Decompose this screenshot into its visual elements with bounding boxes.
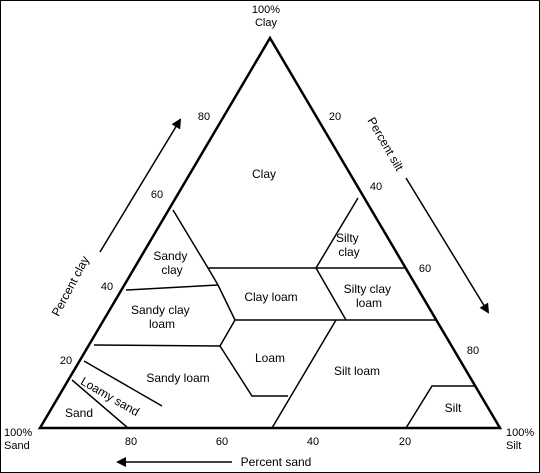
class-label-silty-clay-loam: Silty clay loam [344, 282, 395, 310]
boundary-sandy-clay [125, 284, 219, 291]
svg-text:Percent sand: Percent sand [241, 455, 312, 469]
class-label-loam: Loam [255, 351, 285, 365]
silt-axis-ticks: 20 40 60 80 [329, 111, 479, 357]
class-label-sandy-loam: Sandy loam [146, 371, 209, 385]
silt-tick: 40 [370, 181, 382, 193]
silt-tick: 80 [467, 345, 479, 357]
boundary-loam-left [219, 319, 288, 397]
corner-top: 100% Clay [252, 4, 280, 29]
sand-axis-ticks: 80 60 40 20 [125, 436, 411, 448]
silt-axis-arrow [405, 177, 490, 314]
boundary-clay [172, 197, 359, 269]
class-label-silt-loam: Silt loam [334, 364, 380, 378]
boundary-clay-loam-left [207, 267, 236, 321]
class-labels: Clay Silty clay Sandy clay Clay loam Sil… [65, 167, 462, 420]
svg-text:100%: 100% [506, 427, 534, 439]
sand-tick: 80 [125, 436, 137, 448]
svg-text:Clay: Clay [255, 17, 278, 29]
svg-text:100%: 100% [4, 427, 32, 439]
class-boundaries [71, 197, 476, 429]
boundary-clay-loam-right [315, 267, 347, 321]
silt-tick: 20 [329, 111, 341, 123]
class-label-sand: Sand [65, 406, 93, 420]
boundary-sandy-clay-loam [93, 344, 221, 347]
clay-tick: 80 [198, 111, 210, 123]
class-label-silt: Silt [445, 401, 462, 415]
svg-text:Sand: Sand [4, 440, 30, 452]
svg-text:Percent silt: Percent silt [365, 115, 407, 174]
boundary-silt [405, 385, 476, 429]
boundary-loamy-sand-top [83, 360, 163, 407]
svg-text:Silt: Silt [506, 440, 521, 452]
class-label-sandy-clay: Sandy clay [153, 249, 190, 277]
sand-tick: 60 [216, 436, 228, 448]
corner-right: 100% Silt [506, 427, 534, 452]
class-label-clay: Clay [252, 167, 276, 181]
boundary-loam-right [271, 319, 337, 429]
class-label-sandy-clay-loam: Sandy clay loam [131, 303, 193, 331]
sand-axis-title: Percent sand [116, 455, 312, 469]
clay-axis-ticks: 80 60 40 20 [60, 111, 210, 367]
clay-tick: 60 [151, 189, 163, 201]
class-label-clay-loam: Clay loam [244, 290, 297, 304]
clay-tick: 40 [101, 281, 113, 293]
triangle-outline [37, 35, 503, 430]
boundary-sand [71, 379, 129, 429]
class-label-silty-clay: Silty clay [336, 231, 362, 259]
clay-axis-arrow [99, 118, 182, 253]
svg-text:100%: 100% [252, 4, 280, 16]
corner-left: 100% Sand [4, 427, 32, 452]
sand-tick: 20 [399, 436, 411, 448]
svg-text:Percent clay: Percent clay [49, 254, 92, 319]
sand-tick: 40 [307, 436, 319, 448]
clay-tick: 20 [60, 355, 72, 367]
silt-tick: 60 [419, 263, 431, 275]
